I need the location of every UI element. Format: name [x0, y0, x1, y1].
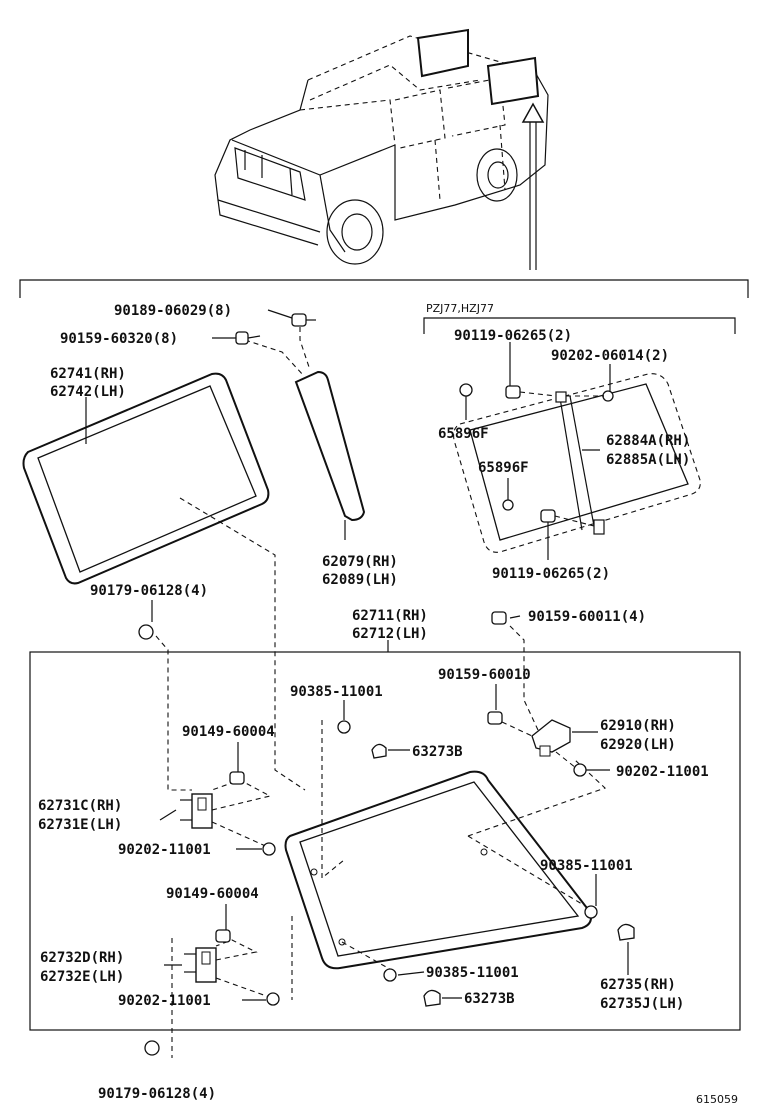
variant-bracket: [423, 317, 736, 334]
label-90385-c: 90385-11001: [426, 965, 519, 981]
section-bracket: [19, 279, 749, 298]
quarter-glass-upper: [22, 372, 306, 791]
label-90202-06014: 90202-06014(2): [551, 348, 669, 364]
label-90202-11001-c: 90202-11001: [118, 993, 211, 1009]
label-62732d: 62732D(RH): [40, 950, 124, 966]
fasteners: [138, 624, 635, 1056]
hinge-upper: [155, 635, 276, 856]
label-90149-a: 90149-60004: [182, 724, 275, 740]
label-62731e: 62731E(LH): [38, 817, 122, 833]
quarter-glass-lower: [284, 720, 607, 1000]
label-62731c: 62731C(RH): [38, 798, 122, 814]
label-63273b-a: 63273B: [412, 744, 463, 760]
latch: [487, 611, 587, 777]
label-62089: 62089(LH): [322, 572, 398, 588]
label-90159-60011: 90159-60011(4): [528, 609, 646, 625]
label-90385-a: 90385-11001: [290, 684, 383, 700]
quarter-glass-variant: [453, 342, 701, 560]
label-62732e: 62732E(LH): [40, 969, 124, 985]
label-90159-60320: 90159-60320(8): [60, 331, 178, 347]
label-62910: 62910(RH): [600, 718, 676, 734]
label-90159-60010: 90159-60010: [438, 667, 531, 683]
label-90119-bot: 90119-06265(2): [492, 566, 610, 582]
label-65896f-b: 65896F: [478, 460, 529, 476]
label-90202-11001-a: 90202-11001: [616, 764, 709, 780]
label-90202-11001-b: 90202-11001: [118, 842, 211, 858]
assembly-box: [29, 651, 741, 1031]
label-90149-b: 90149-60004: [166, 886, 259, 902]
bolt-icon: [235, 331, 261, 345]
label-65896f-a: 65896F: [438, 426, 489, 442]
label-62735: 62735(RH): [600, 977, 676, 993]
label-variant: PZJ77,HZJ77: [426, 302, 494, 315]
screw-icon: [291, 313, 316, 327]
label-62884a: 62884A(RH): [606, 433, 690, 449]
label-90119-top: 90119-06265(2): [454, 328, 572, 344]
label-90385-b: 90385-11001: [540, 858, 633, 874]
label-62741: 62741(RH): [50, 366, 126, 382]
label-62742: 62742(LH): [50, 384, 126, 400]
hinge-lower: [171, 929, 280, 1058]
vehicle-illustration: [214, 28, 549, 270]
label-62885a: 62885A(LH): [606, 452, 690, 468]
label-90179-top: 90179-06128(4): [90, 583, 208, 599]
leader-lines-upper: [85, 309, 521, 652]
garnish-moulding: [244, 318, 366, 522]
label-62079: 62079(RH): [322, 554, 398, 570]
label-62712: 62712(LH): [352, 626, 428, 642]
label-90179-bot: 90179-06128(4): [98, 1086, 216, 1102]
label-62711: 62711(RH): [352, 608, 428, 624]
label-62920: 62920(LH): [600, 737, 676, 753]
diagram-id: 615059: [696, 1093, 738, 1106]
label-63273b-b: 63273B: [464, 991, 515, 1007]
label-62735j: 62735J(LH): [600, 996, 684, 1012]
label-90189-06029: 90189-06029(8): [114, 303, 232, 319]
